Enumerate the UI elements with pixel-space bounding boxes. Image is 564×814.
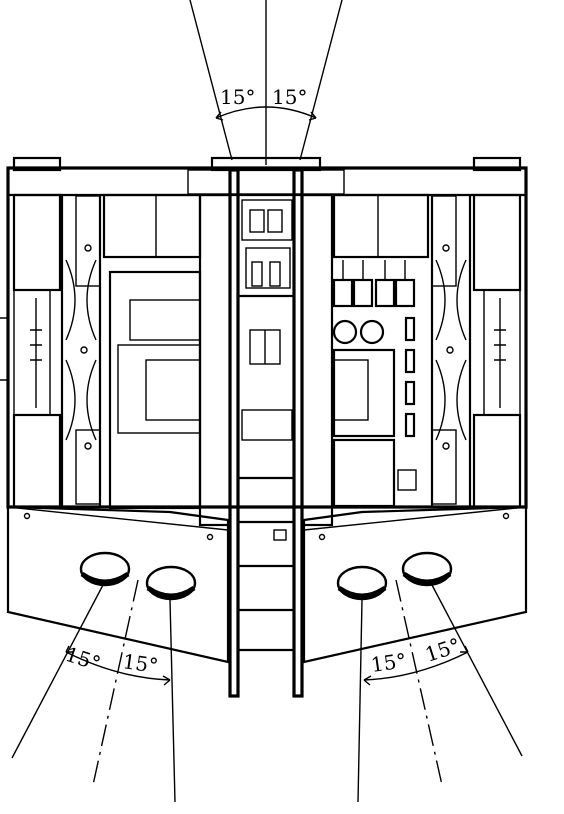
right-center-beam-line (395, 579, 443, 786)
lamp-right-outer (401, 551, 453, 587)
bottom-right-beams: 15° 15° (357, 579, 523, 803)
top-cone-right-edge (299, 0, 343, 161)
right-angle-arc (363, 651, 469, 681)
top-angle-arc (215, 106, 317, 119)
top-left-angle-label: 15° (220, 85, 255, 109)
left-angle-arc (65, 651, 171, 681)
front-bumper (6, 505, 528, 664)
right-outer-beam-line (431, 584, 523, 757)
bottom-right-inner-angle-label: 15° (369, 648, 407, 677)
ladder-left-rail (228, 168, 240, 698)
body-outline (6, 166, 528, 509)
top-cone-left-edge (189, 0, 233, 161)
lamp-right-inner (336, 565, 388, 601)
left-outer-beam-line (11, 584, 104, 759)
ladder-rungs (238, 476, 294, 652)
bottom-right-outer-angle-label: 15° (422, 633, 463, 667)
right-connectors (332, 260, 416, 308)
bottom-left-inner-angle-label: 15° (121, 649, 159, 678)
lamp-left-outer (79, 551, 131, 587)
top-angle-arrows (215, 111, 317, 121)
left-bumper-plate (6, 505, 230, 664)
top-right-lug (472, 156, 522, 172)
lamp-left-inner (145, 565, 197, 601)
right-slots (404, 316, 416, 438)
top-left-lug (12, 156, 62, 172)
right-bumper-plate (302, 505, 528, 664)
top-right-angle-label: 15° (272, 85, 307, 109)
bottom-left-outer-angle-label: 15° (62, 642, 103, 676)
left-center-beam-line (92, 579, 139, 786)
top-light-cone: 15° 15° (189, 0, 343, 165)
bottom-left-beams: 15° 15° (11, 579, 176, 803)
left-inner-beam-line (169, 599, 176, 803)
machine-body (0, 156, 528, 698)
lamps (79, 551, 453, 601)
ladder-right-rail (292, 168, 304, 698)
right-inner-beam-line (357, 599, 363, 803)
